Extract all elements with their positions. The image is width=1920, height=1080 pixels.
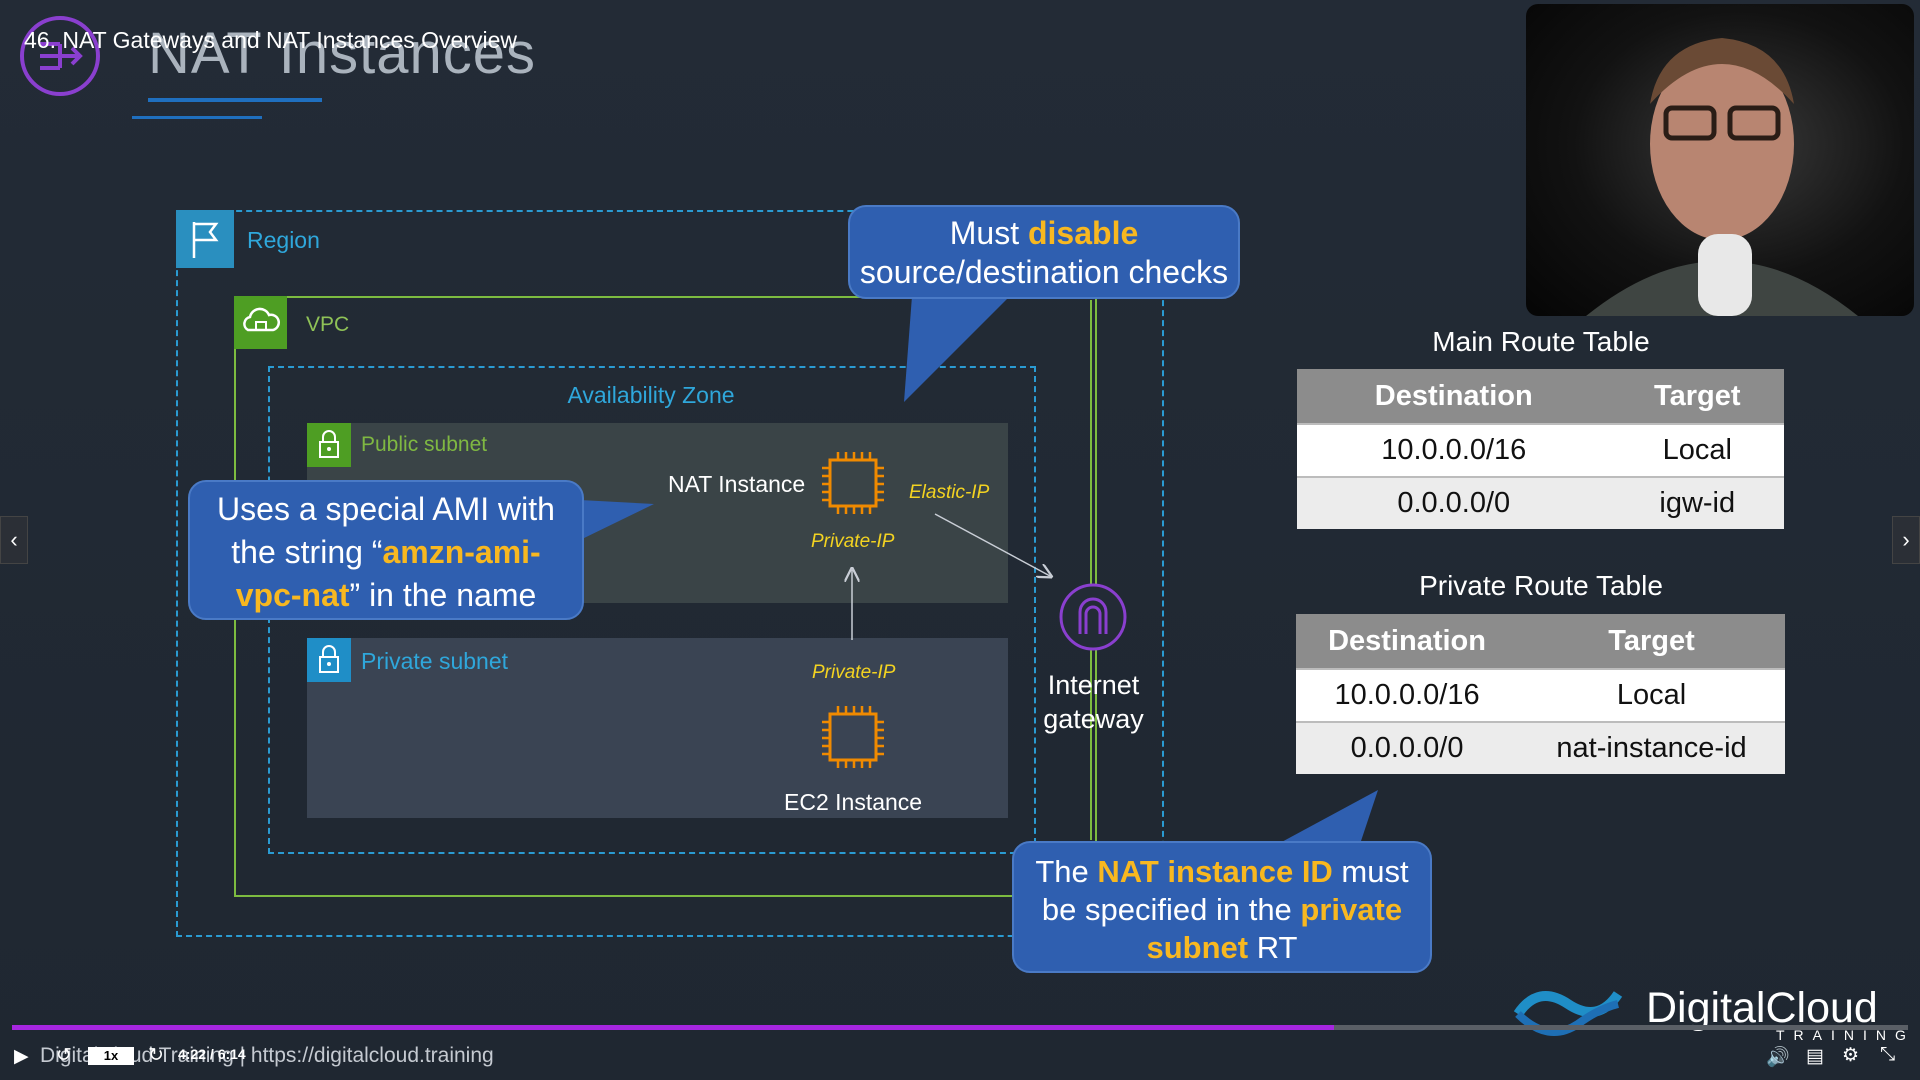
progress-bar-fill: [12, 1025, 1334, 1030]
callout-text: must: [1332, 854, 1409, 889]
table-header-row: Destination Target: [1296, 614, 1785, 669]
table-cell: 10.0.0.0/16: [1297, 423, 1611, 477]
callout-bottom-pointer: [1278, 790, 1378, 844]
private-route-table-title: Private Route Table: [1419, 570, 1663, 601]
callout-highlight: subnet: [1146, 930, 1249, 965]
callout-text: be specified in the: [1041, 892, 1301, 927]
play-icon[interactable]: ▶: [14, 1046, 29, 1067]
igw-label-line1: Internet: [1047, 670, 1140, 700]
main-route-table: Destination Target 10.0.0.0/16 Local 0.0…: [1297, 369, 1784, 529]
table-row: 0.0.0.0/0 nat-instance-id: [1296, 721, 1785, 774]
column-header: Target: [1610, 369, 1784, 424]
internet-gateway-icon: [1059, 583, 1127, 651]
region-box: [176, 210, 1164, 937]
settings-icon[interactable]: ⚙: [1842, 1045, 1860, 1066]
table-row: 10.0.0.0/16 Local: [1296, 668, 1785, 722]
next-slide-button[interactable]: ›: [1892, 516, 1920, 564]
table-cell: nat-instance-id: [1518, 721, 1785, 774]
table-cell: Local: [1610, 423, 1784, 477]
callout-disable-checks: Must disable source/destination checks: [848, 205, 1240, 299]
table-row: 10.0.0.0/16 Local: [1297, 423, 1784, 477]
footer-text: DigitalCloud Training | https://digitalc…: [40, 1044, 494, 1067]
private-subnet-box: [307, 638, 1008, 818]
public-subnet-label: Public subnet: [361, 433, 488, 456]
elastic-ip-label: Elastic-IP: [909, 482, 990, 503]
callout-highlight: private: [1300, 892, 1403, 927]
private-route-table: Destination Target 10.0.0.0/16 Local 0.0…: [1296, 614, 1785, 774]
internet-gateway-label: Internet gateway: [1025, 668, 1162, 736]
callout-nat-instance-id: The NAT instance ID must be specified in…: [1012, 841, 1432, 973]
replay-icon[interactable]: ↺: [56, 1045, 72, 1066]
previous-slide-button[interactable]: ‹: [0, 516, 28, 564]
callout-left-line3: vpc-nat” in the name: [190, 574, 582, 617]
brand-name: DigitalCloud: [1646, 984, 1878, 1032]
chevron-right-icon: ›: [1902, 527, 1910, 552]
table-cell: 0.0.0.0/0: [1297, 476, 1611, 529]
captions-icon[interactable]: ▤: [1806, 1046, 1824, 1067]
slide-heading: NAT Instances: [148, 21, 537, 86]
fullscreen-exit-icon[interactable]: ⤡: [1880, 1044, 1896, 1065]
table-cell: igw-id: [1610, 476, 1784, 529]
callout-highlight: amzn-ami-: [382, 534, 541, 570]
region-flag-icon: [176, 210, 234, 268]
ec2-instance-label: EC2 Instance: [784, 789, 923, 815]
callout-text: Must: [949, 215, 1028, 251]
callout-special-ami: Uses a special AMI with the string “amzn…: [188, 480, 584, 620]
igw-label-line2: gateway: [1043, 704, 1144, 734]
nat-gateway-icon: [20, 16, 100, 96]
ec2-private-ip-label: Private-IP: [812, 662, 896, 683]
callout-text: The: [1035, 854, 1098, 889]
callout-text: ” in the name: [349, 577, 537, 613]
table-row: 0.0.0.0/0 igw-id: [1297, 476, 1784, 529]
lock-icon: [307, 638, 351, 682]
callout-bottom-line3: subnet RT: [1014, 929, 1430, 967]
callout-text: the string “: [231, 534, 383, 570]
table-cell: Local: [1518, 668, 1785, 722]
callout-highlight: NAT instance ID: [1097, 854, 1333, 889]
digitalcloud-logo-icon: [1513, 991, 1623, 1036]
callout-left-line1: Uses a special AMI with: [217, 491, 555, 527]
presenter-webcam: [1526, 4, 1914, 316]
callout-left-line2: the string “amzn-ami-: [190, 531, 582, 574]
callout-bottom-line2: be specified in the private: [1014, 891, 1430, 929]
volume-icon[interactable]: 🔊: [1766, 1047, 1790, 1068]
ec2-instance-chip-icon: [822, 706, 884, 768]
availability-zone-label: Availability Zone: [567, 382, 735, 408]
presenter-silhouette: [1586, 38, 1858, 316]
vpc-label: VPC: [306, 313, 350, 336]
callout-bottom-line1: The NAT instance ID must: [1014, 853, 1430, 891]
playback-time: 4:22 / 6:14: [178, 1046, 246, 1062]
callout-highlight: disable: [1027, 215, 1139, 251]
chevron-left-icon: ‹: [10, 527, 18, 552]
table-header-row: Destination Target: [1297, 369, 1784, 424]
callout-text: RT: [1248, 930, 1298, 965]
lock-icon: [307, 423, 351, 467]
callout-top-line1: Must disable: [850, 214, 1238, 253]
table-cell: 10.0.0.0/16: [1296, 668, 1519, 722]
vpc-cloud-icon: [234, 296, 287, 349]
column-header: Destination: [1297, 369, 1611, 424]
region-label: Region: [247, 227, 320, 253]
private-subnet-label: Private subnet: [361, 648, 509, 674]
callout-top-line2: source/destination checks: [859, 254, 1229, 290]
nat-instance-label: NAT Instance: [668, 471, 806, 497]
brand-subtitle: TRAINING: [1776, 1027, 1915, 1043]
nat-private-ip-label: Private-IP: [811, 531, 895, 552]
callout-highlight: vpc-nat: [235, 577, 350, 613]
title-underline-2: [132, 116, 262, 119]
title-underline: [148, 98, 322, 102]
column-header: Destination: [1296, 614, 1519, 669]
table-cell: 0.0.0.0/0: [1296, 721, 1519, 774]
nat-instance-chip-icon: [822, 452, 884, 514]
playback-speed-button[interactable]: 1x: [88, 1047, 134, 1065]
main-route-table-title: Main Route Table: [1432, 326, 1650, 357]
lecture-title: 46. NAT Gateways and NAT Instances Overv…: [24, 27, 518, 53]
column-header: Target: [1518, 614, 1785, 669]
igw-connection-line: [1090, 300, 1092, 840]
forward-icon[interactable]: ↻: [148, 1045, 164, 1066]
